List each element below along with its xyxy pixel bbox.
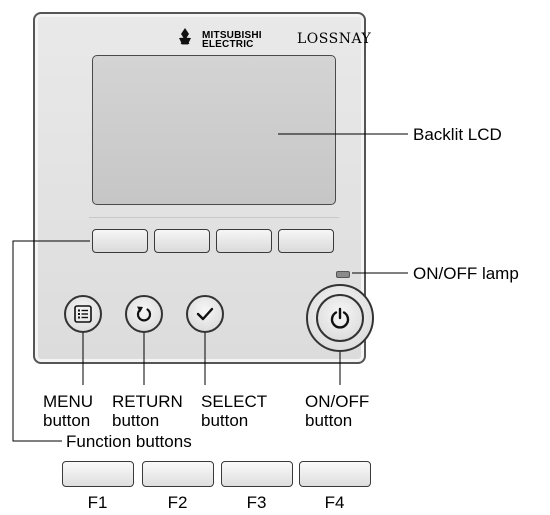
function-key-label-f4: F4 bbox=[324, 493, 345, 512]
function-button-f2[interactable] bbox=[154, 229, 210, 253]
function-buttons-label: Function buttons bbox=[66, 432, 192, 451]
mitsubishi-logo: MITSUBISHI ELECTRIC bbox=[170, 27, 265, 51]
function-key-label-f3: F3 bbox=[246, 493, 267, 512]
on-off-button-ring bbox=[306, 284, 374, 352]
return-arrow-icon bbox=[136, 306, 152, 322]
on-off-lamp bbox=[336, 271, 350, 278]
brand-line-2: ELECTRIC bbox=[202, 39, 254, 50]
on-off-button[interactable] bbox=[316, 294, 364, 342]
function-key-f1[interactable] bbox=[62, 461, 134, 487]
function-button-f4[interactable] bbox=[278, 229, 334, 253]
function-key-f3[interactable] bbox=[221, 461, 293, 487]
function-key-f2[interactable] bbox=[142, 461, 214, 487]
backlit-lcd-screen bbox=[92, 55, 336, 205]
select-button-label: SELECT button bbox=[201, 392, 268, 430]
return-button-label: RETURN button bbox=[112, 392, 183, 430]
lossnay-logo: LOSSNAY bbox=[297, 31, 372, 47]
three-diamonds-icon bbox=[179, 28, 191, 45]
on-off-button-label: ON/OFF button bbox=[305, 392, 370, 430]
function-button-f1[interactable] bbox=[92, 229, 148, 253]
function-key-f4[interactable] bbox=[299, 461, 371, 487]
select-button[interactable] bbox=[186, 295, 224, 333]
return-button[interactable] bbox=[125, 295, 163, 333]
function-key-label-f2: F2 bbox=[167, 493, 188, 512]
on-off-lamp-label: ON/OFF lamp bbox=[413, 264, 519, 283]
brand-line-1: MITSUBISHI bbox=[202, 30, 262, 41]
backlit-lcd-label: Backlit LCD bbox=[413, 125, 502, 144]
menu-button[interactable] bbox=[64, 295, 102, 333]
menu-button-label: MENU button bbox=[43, 392, 94, 430]
function-button-f3[interactable] bbox=[216, 229, 272, 253]
checkmark-icon bbox=[196, 307, 214, 321]
menu-list-icon bbox=[74, 305, 92, 323]
function-key-label-f1: F1 bbox=[87, 493, 108, 512]
power-icon bbox=[330, 307, 350, 329]
function-button-row bbox=[89, 217, 339, 258]
